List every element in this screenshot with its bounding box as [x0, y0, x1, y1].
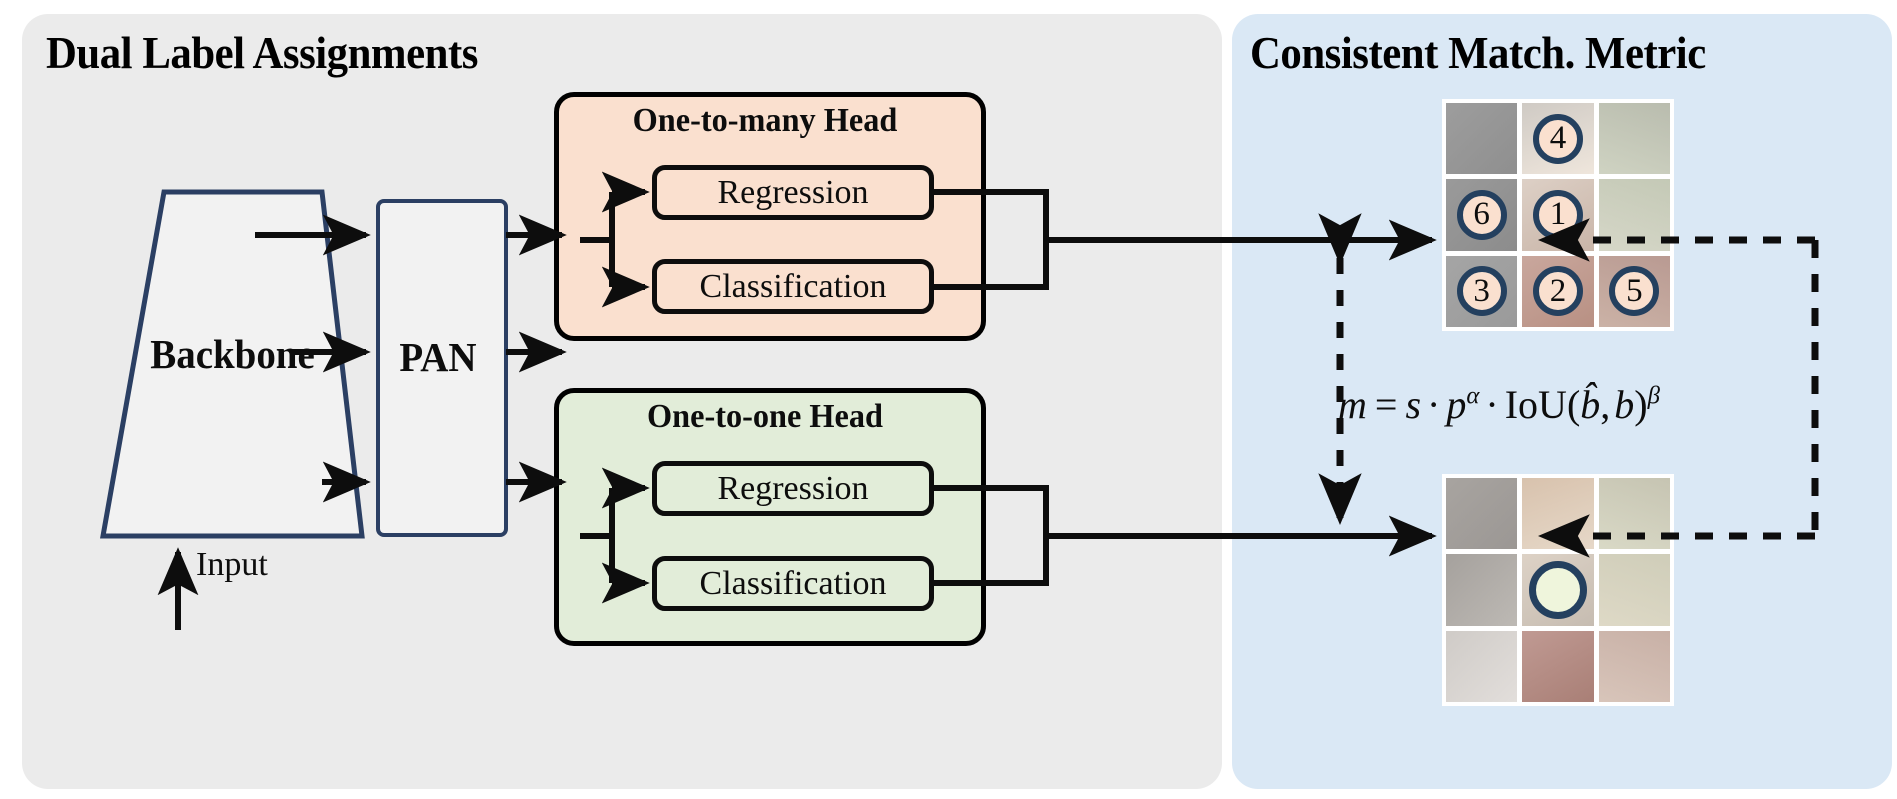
one-to-one-classification-box: Classification — [652, 556, 934, 611]
one-to-many-classification-box: Classification — [652, 259, 934, 314]
grid-cell — [1522, 630, 1594, 702]
grid-cell: 1 — [1522, 179, 1594, 251]
eq-iou: IoU — [1504, 382, 1567, 427]
badge-2: 2 — [1532, 266, 1583, 317]
eq-b-hat: b̂ — [1580, 382, 1601, 427]
right-panel-title: Consistent Match. Metric — [1250, 27, 1706, 78]
one-to-many-assignment-grid: 4 6 1 3 2 5 — [1442, 99, 1674, 331]
consistent-match-metric-equation: m=s·pα·IoU(b̂,b)β — [1338, 381, 1660, 428]
grid-cell — [1522, 478, 1594, 550]
grid-cell — [1598, 630, 1670, 702]
grid-cell — [1598, 179, 1670, 251]
eq-s: s — [1405, 382, 1422, 427]
grid-cell: 4 — [1522, 103, 1594, 175]
grid-cell — [1446, 478, 1518, 550]
one-to-many-head-title: One-to-many Head — [632, 102, 898, 139]
eq-dot-2: · — [1485, 382, 1499, 427]
one-to-one-assignment-grid — [1442, 474, 1674, 706]
eq-alpha: α — [1466, 382, 1480, 410]
badge-4: 4 — [1532, 113, 1583, 164]
eq-b: b — [1614, 382, 1635, 427]
eq-dot-1: · — [1427, 382, 1441, 427]
matched-anchor-marker — [1528, 560, 1587, 619]
badge-3: 3 — [1456, 266, 1507, 317]
grid-cell — [1522, 554, 1594, 626]
eq-beta: β — [1647, 382, 1660, 410]
grid-cell: 5 — [1598, 255, 1670, 327]
grid-cell — [1446, 554, 1518, 626]
one-to-many-regression-box: Regression — [652, 165, 934, 220]
grid-cell — [1446, 630, 1518, 702]
pan-box — [376, 199, 508, 537]
grid-cell: 2 — [1522, 255, 1594, 327]
backbone-label: Backbone — [150, 331, 315, 377]
grid-cell: 6 — [1446, 179, 1518, 251]
eq-equals: = — [1374, 382, 1398, 427]
badge-1: 1 — [1532, 189, 1583, 240]
eq-comma: , — [1600, 382, 1611, 427]
eq-m: m — [1338, 382, 1367, 427]
eq-close-paren: ) — [1634, 382, 1648, 427]
input-label: Input — [196, 546, 268, 583]
grid-cell — [1598, 103, 1670, 175]
grid-cell — [1446, 103, 1518, 175]
badge-5: 5 — [1609, 266, 1660, 317]
eq-open-paren: ( — [1566, 382, 1581, 427]
grid-cell: 3 — [1446, 255, 1518, 327]
one-to-one-head-title: One-to-one Head — [647, 398, 883, 435]
one-to-one-regression-box: Regression — [652, 461, 934, 516]
eq-p: p — [1446, 382, 1467, 427]
left-panel-title: Dual Label Assignments — [46, 27, 478, 78]
grid-cell — [1598, 478, 1670, 550]
grid-cell — [1598, 554, 1670, 626]
backbone-shape — [100, 189, 365, 539]
pan-label: PAN — [399, 334, 477, 380]
badge-6: 6 — [1456, 189, 1507, 240]
